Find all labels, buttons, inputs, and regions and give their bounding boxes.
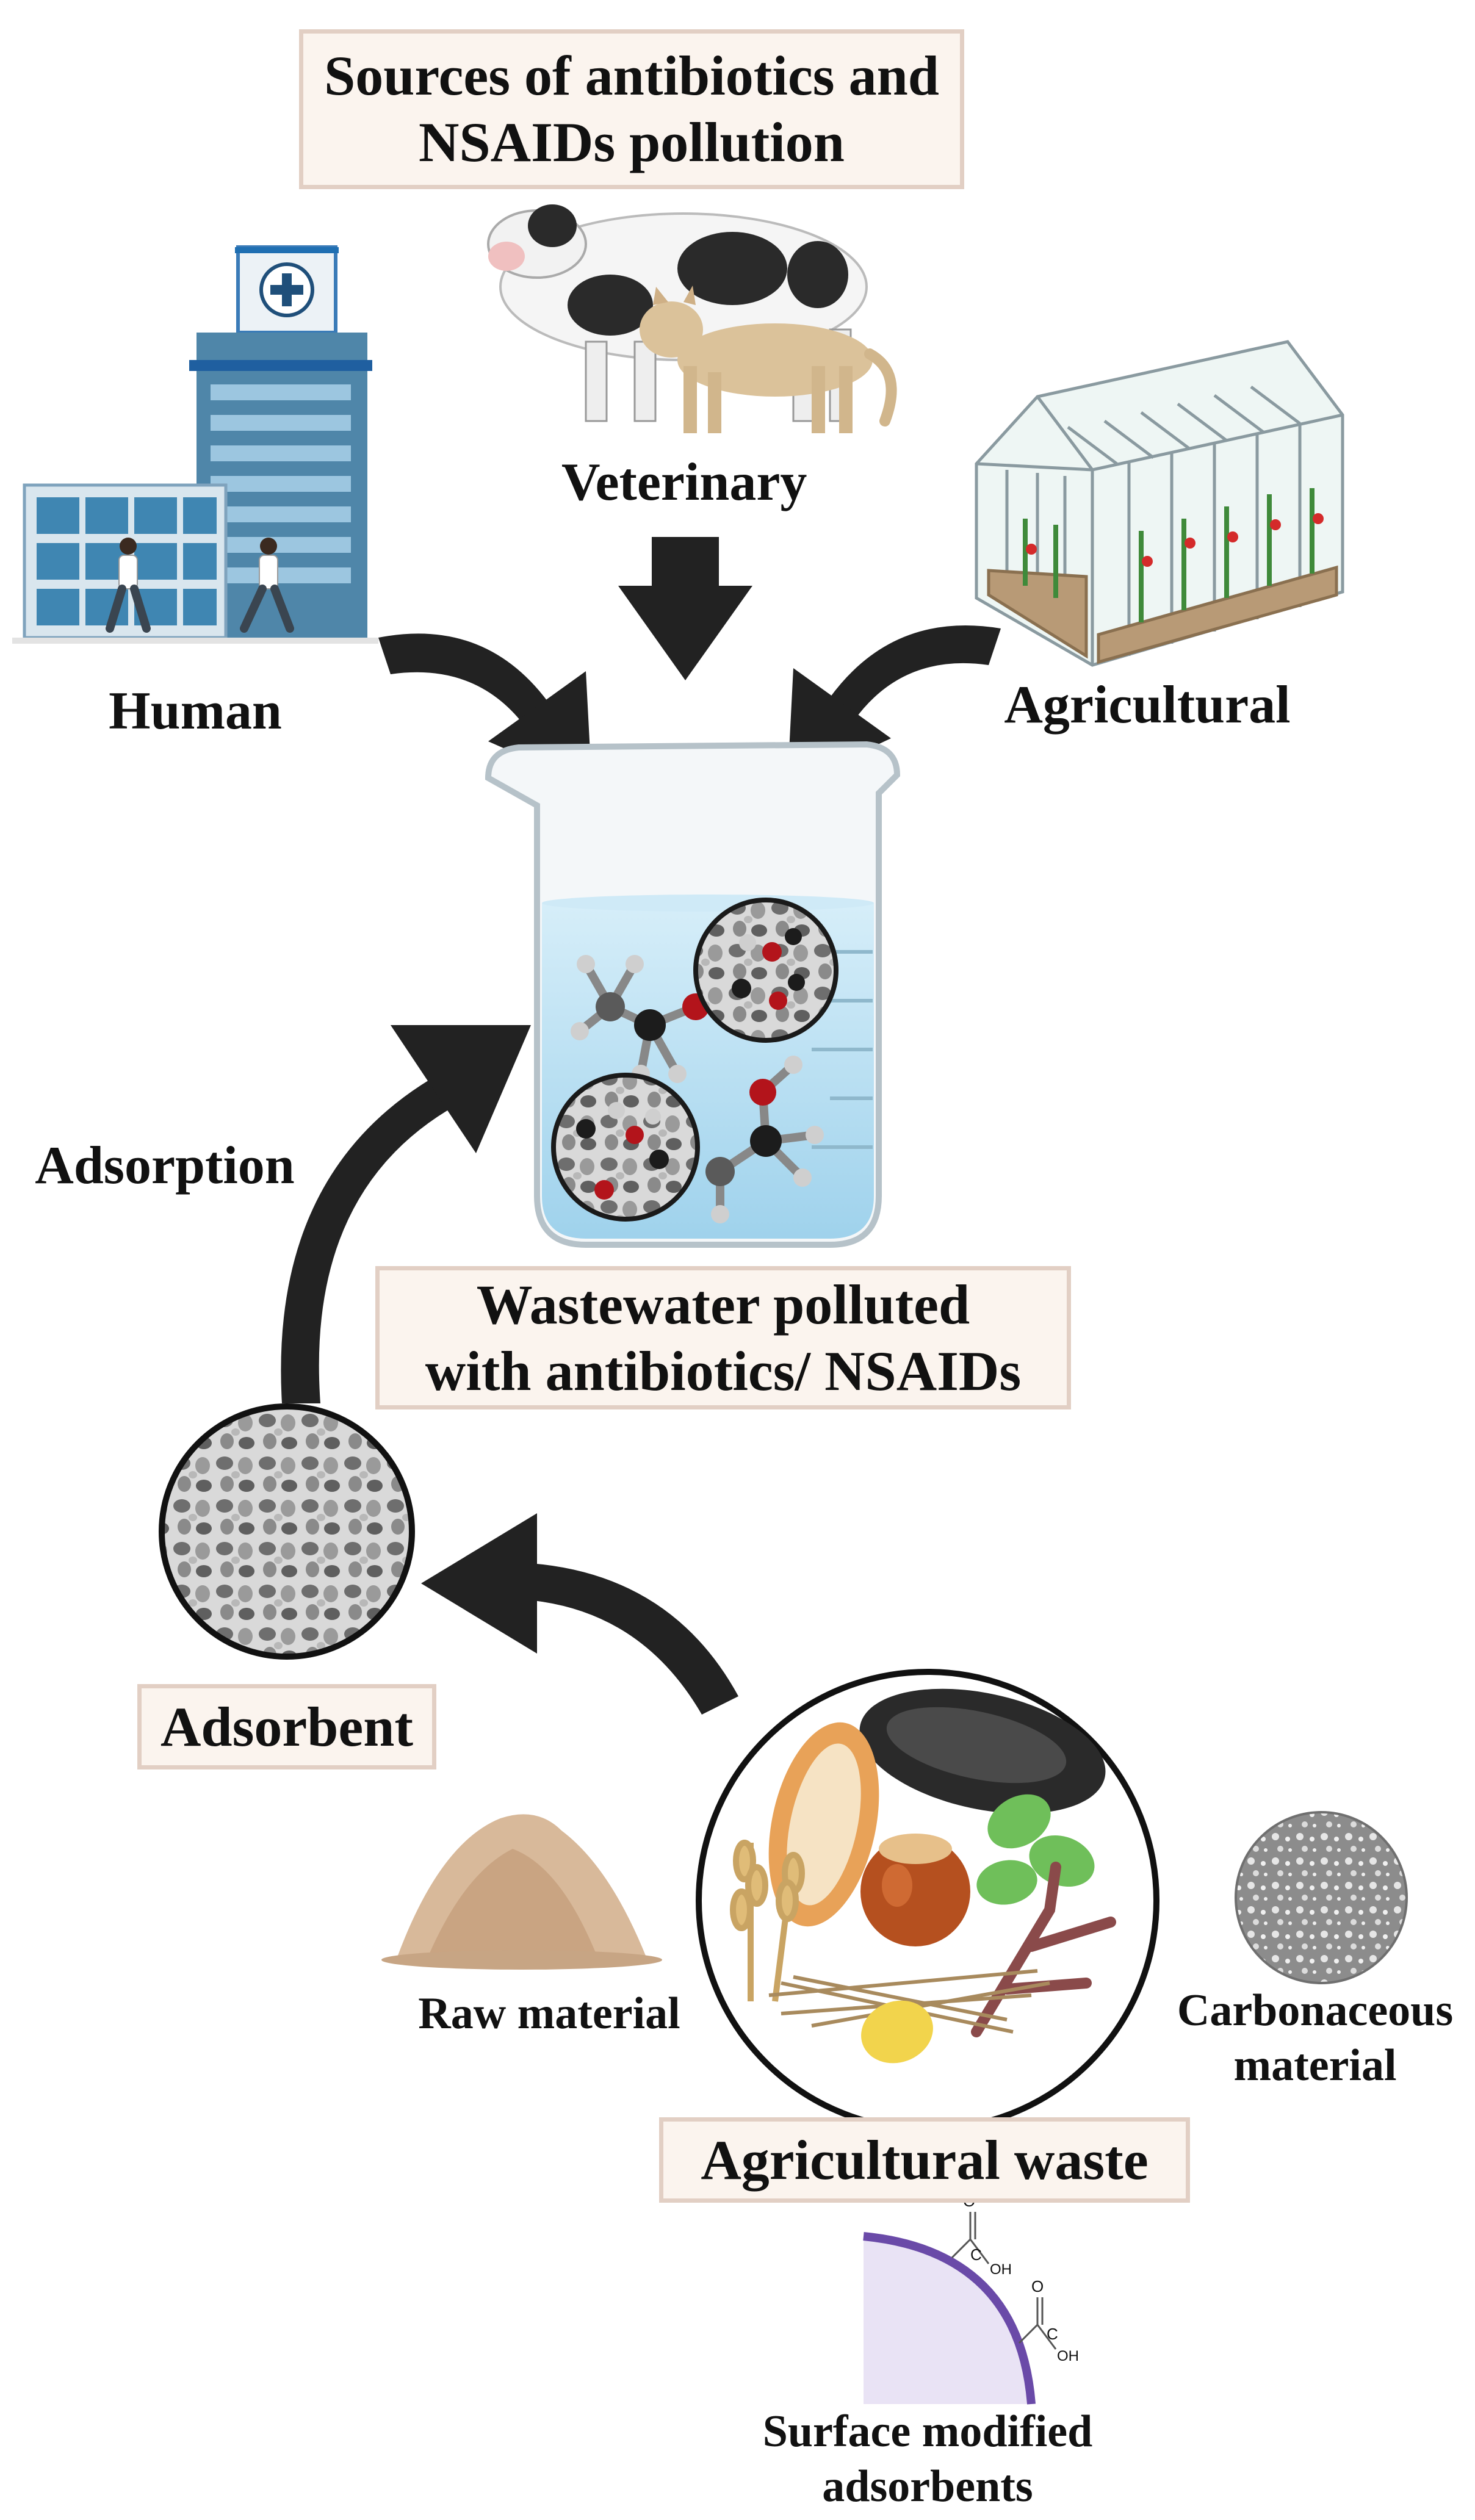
adsorbent-arrow bbox=[421, 1513, 738, 1715]
veterinary-arrow bbox=[618, 537, 752, 680]
veterinary-label: Veterinary bbox=[561, 453, 807, 512]
chem-label-oh: OH bbox=[1057, 2348, 1079, 2364]
chem-label-c: C bbox=[970, 2245, 982, 2264]
wheat-icon bbox=[730, 1840, 805, 2002]
wastewater-box: Wastewater polluted with antibiotics/ NS… bbox=[375, 1266, 1071, 1409]
carbonaceous-material-sphere bbox=[1235, 1811, 1408, 1984]
title-box: Sources of antibiotics and NSAIDs pollut… bbox=[299, 29, 964, 189]
adsorption-label: Adsorption bbox=[35, 1136, 295, 1195]
human-label: Human bbox=[109, 682, 282, 741]
adsorbent-box: Adsorbent bbox=[137, 1684, 436, 1769]
raw-material-label: Raw material bbox=[418, 1989, 680, 2039]
atoms bbox=[571, 955, 824, 1223]
surface-modified-illustration bbox=[863, 2212, 1057, 2405]
carbonaceous-material-label: Carbonaceous material bbox=[1156, 1983, 1474, 2093]
bean-icon bbox=[861, 2000, 933, 2064]
hazelnut-icon bbox=[860, 1834, 970, 1946]
agricultural-label: Agricultural bbox=[1004, 675, 1291, 735]
mussel-icon bbox=[859, 1688, 1106, 1814]
agricultural-waste-label: Agricultural waste bbox=[701, 2128, 1149, 2191]
title-line-2: NSAIDs pollution bbox=[419, 111, 845, 173]
adsorbent-sphere bbox=[159, 1403, 415, 1660]
adsorbent-particle-in-water bbox=[693, 898, 838, 1043]
carbonaceous-line-2: material bbox=[1233, 2040, 1397, 2091]
leaf-icon bbox=[976, 1794, 1095, 1905]
surface-line-2: adsorbents bbox=[822, 2461, 1033, 2512]
person-icon bbox=[240, 538, 294, 633]
surface-line-1: Surface modified bbox=[762, 2407, 1093, 2457]
flow-arrows bbox=[281, 537, 1001, 1715]
agricultural-waste-illustration bbox=[696, 1669, 1159, 2133]
wastewater-line-1: Wastewater polluted bbox=[476, 1273, 970, 1336]
agricultural-waste-box: Agricultural waste bbox=[659, 2117, 1190, 2203]
adsorbent-particle-in-water bbox=[551, 1073, 700, 1222]
greenhouse-illustration bbox=[975, 340, 1344, 667]
chem-label-o: O bbox=[1031, 2277, 1044, 2295]
raw-material-pile bbox=[381, 1814, 662, 1970]
carbonaceous-line-1: Carbonaceous bbox=[1177, 1985, 1454, 2036]
cow-and-cat-illustration bbox=[487, 204, 897, 433]
hospital-illustration bbox=[12, 245, 378, 644]
adsorption-arrow bbox=[281, 1025, 531, 1403]
title-line-1: Sources of antibiotics and bbox=[324, 45, 939, 107]
chem-label-c: C bbox=[1047, 2325, 1058, 2343]
chem-label-oh: OH bbox=[990, 2261, 1012, 2278]
adsorbent-label: Adsorbent bbox=[160, 1695, 414, 1758]
wastewater-line-2: with antibiotics/ NSAIDs bbox=[425, 1339, 1022, 1402]
surface-modified-label: Surface modified adsorbents bbox=[708, 2404, 1147, 2515]
person-icon bbox=[106, 538, 151, 633]
